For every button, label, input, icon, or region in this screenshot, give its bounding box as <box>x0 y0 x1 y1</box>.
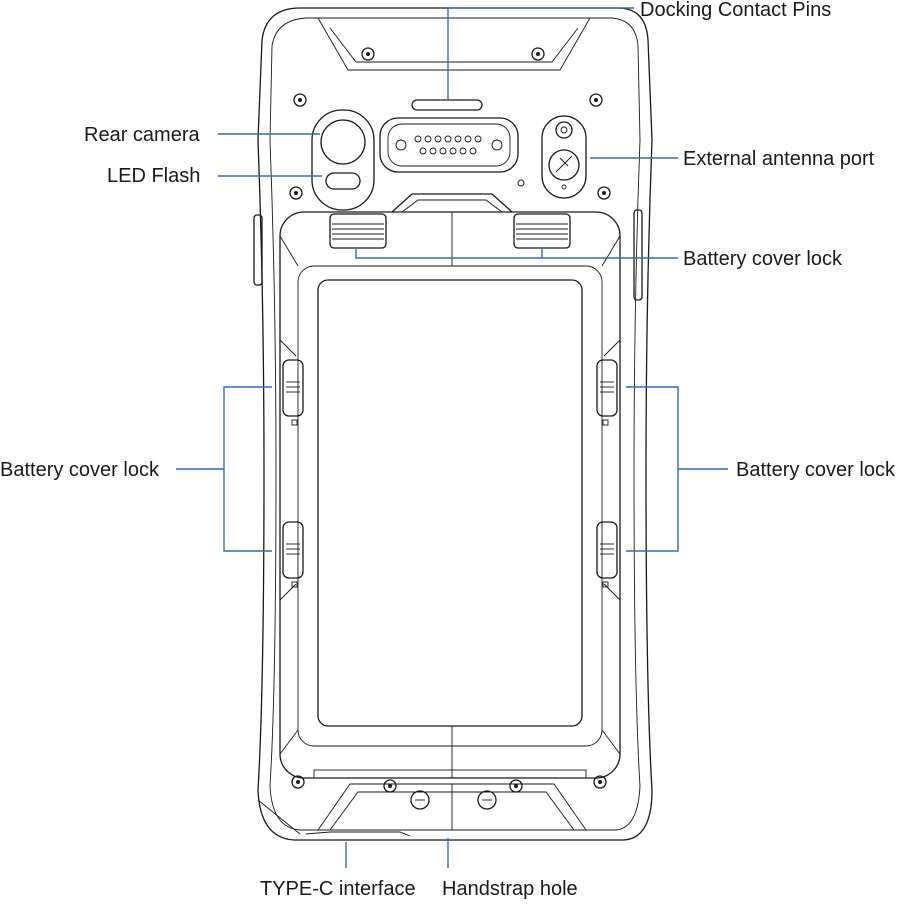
label-rear-camera: Rear camera <box>84 124 200 146</box>
label-docking-contact-pins: Docking Contact Pins <box>640 0 832 21</box>
battery-latch-tab <box>391 193 513 213</box>
label-type-c-interface: TYPE-C interface <box>260 878 416 900</box>
battery-cover <box>279 211 621 779</box>
device-outer-shell <box>257 7 653 841</box>
top-bumper <box>317 17 591 71</box>
label-battery-cover-lock-top: Battery cover lock <box>683 248 842 270</box>
side-lock-right-upper <box>596 359 618 426</box>
camera-module <box>311 109 375 211</box>
type-c-port <box>305 831 411 837</box>
battery-cover-window <box>317 279 583 727</box>
right-side-button <box>633 209 643 301</box>
left-side-button <box>253 214 263 286</box>
label-led-flash: LED Flash <box>107 165 201 187</box>
external-antenna-port <box>517 115 587 199</box>
leader-lines <box>176 7 728 868</box>
side-lock-right-lower <box>596 521 618 588</box>
battery-cover-frame <box>297 265 603 747</box>
bottom-rail <box>313 769 587 779</box>
device-inner-shell <box>269 17 641 831</box>
label-handstrap-hole: Handstrap hole <box>442 878 578 900</box>
top-screws <box>289 47 611 200</box>
bottom-screws <box>291 775 607 793</box>
top-bumper-inner <box>329 27 579 63</box>
top-lock-right <box>513 213 571 249</box>
side-lock-left-lower <box>282 521 304 588</box>
handstrap-holes <box>410 790 497 810</box>
docking-connector <box>379 99 519 173</box>
label-external-antenna-port: External antenna port <box>683 148 875 170</box>
label-battery-cover-lock-right: Battery cover lock <box>736 459 895 481</box>
top-lock-left <box>329 213 387 249</box>
label-battery-cover-lock-left: Battery cover lock <box>0 459 159 481</box>
side-lock-left-upper <box>282 359 304 426</box>
